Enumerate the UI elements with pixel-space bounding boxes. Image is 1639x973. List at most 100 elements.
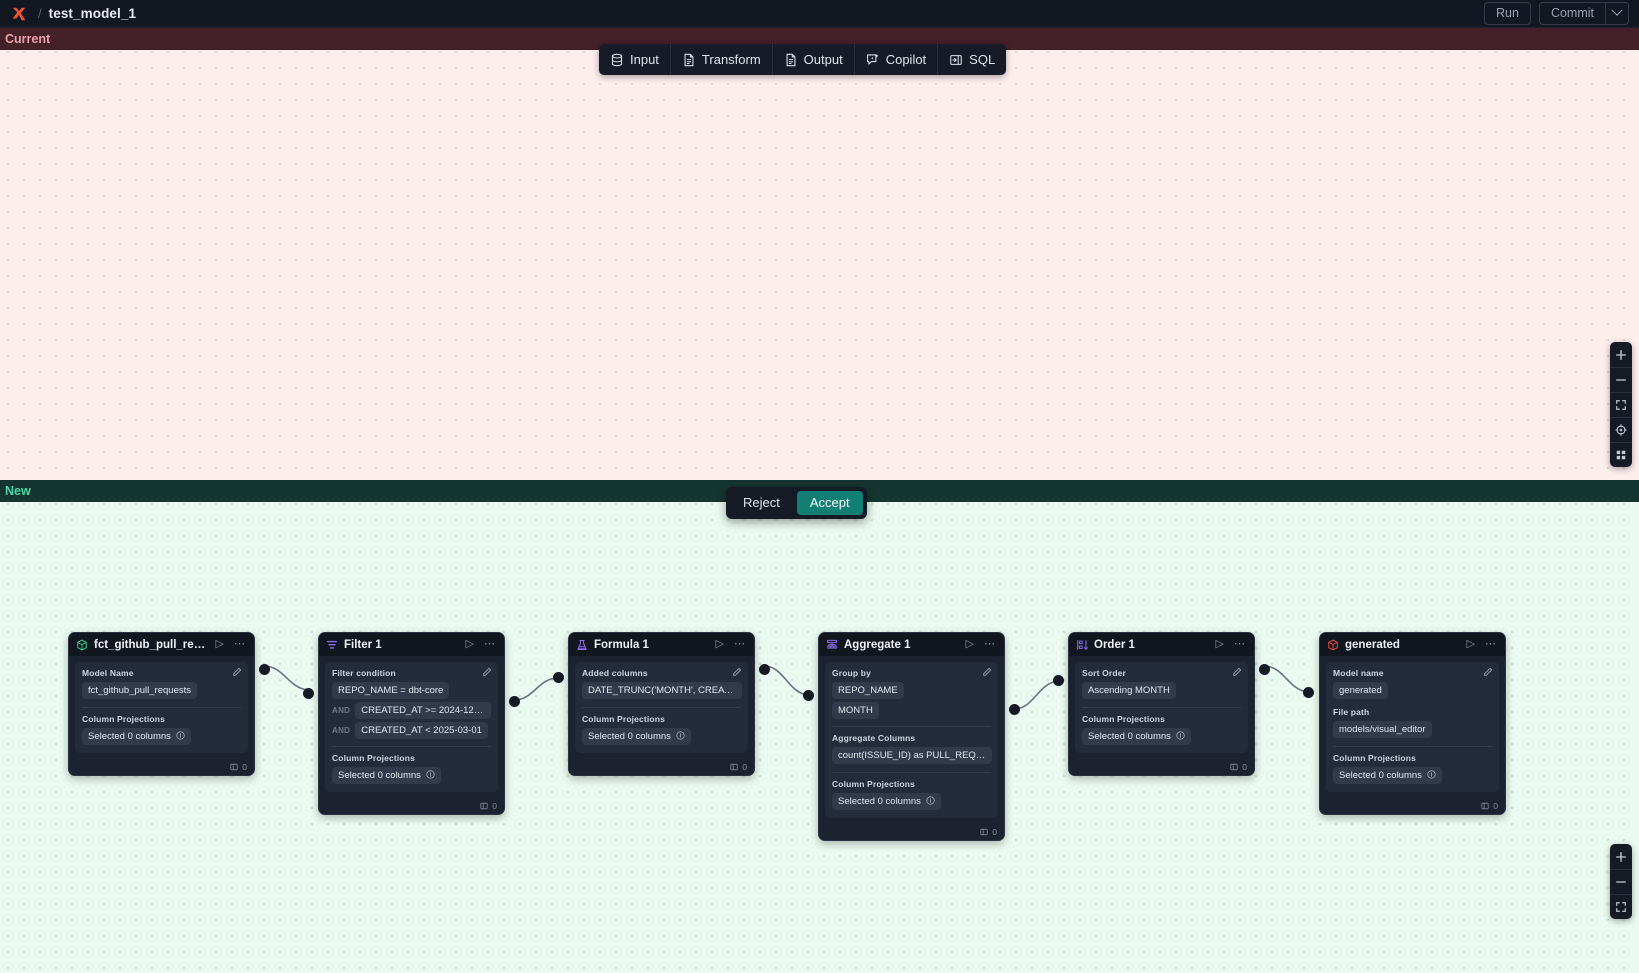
column-projections-pill[interactable]: Selected 0 columns: [832, 793, 941, 811]
play-icon[interactable]: ▷: [465, 638, 474, 650]
play-icon[interactable]: ▷: [1466, 638, 1475, 650]
node-title: Order 1: [1094, 638, 1135, 651]
toolbar-item-transform[interactable]: Transform: [669, 44, 772, 75]
x-logo-icon[interactable]: [10, 5, 28, 23]
fit-screen-button[interactable]: [1610, 894, 1632, 919]
current-canvas-pane[interactable]: Current: [0, 28, 1639, 480]
pencil-icon[interactable]: [1483, 667, 1493, 677]
pencil-icon[interactable]: [982, 667, 992, 677]
more-horizontal-icon[interactable]: ⋯: [1234, 638, 1245, 650]
more-horizontal-icon[interactable]: ⋯: [234, 638, 245, 650]
section-label: Column Projections: [832, 779, 915, 789]
reject-button[interactable]: Reject: [743, 495, 780, 510]
value-pill[interactable]: REPO_NAME: [832, 682, 904, 699]
value-pill[interactable]: DATE_TRUNC('MONTH', CREATED_AT...: [582, 682, 742, 700]
column-projections-pill[interactable]: Selected 0 columns: [332, 767, 441, 785]
cube-green-icon: [77, 639, 87, 650]
toolbar-item-copilot[interactable]: Copilot: [853, 44, 937, 75]
section-model-name: Model name generated File path models/vi…: [1326, 662, 1499, 792]
more-horizontal-icon[interactable]: ⋯: [734, 638, 745, 650]
port-input-filter[interactable]: [303, 688, 314, 699]
info-icon: [425, 770, 435, 779]
canvas-zoom-controls-new[interactable]: [1610, 844, 1632, 919]
commit-split-button[interactable]: Commit: [1538, 2, 1629, 25]
file-icon: [786, 53, 796, 66]
node-order-1[interactable]: Order 1 ▷ ⋯ Sort Order Ascending MONTH C…: [1068, 632, 1255, 776]
toolbar-item-input[interactable]: Input: [599, 44, 670, 75]
run-button[interactable]: Run: [1484, 2, 1531, 25]
accept-reject-bar[interactable]: Reject Accept: [726, 487, 867, 519]
canvas-zoom-controls-current[interactable]: [1610, 342, 1632, 467]
toggle-grid-button[interactable]: [1610, 442, 1632, 467]
pencil-icon[interactable]: [482, 667, 492, 677]
condition-pill[interactable]: REPO_NAME = dbt-core: [332, 682, 450, 699]
filter-icon: [327, 640, 337, 649]
column-projections-pill[interactable]: Selected 0 columns: [1333, 767, 1442, 785]
node-toolbar[interactable]: Input Transform Output Cop: [599, 44, 1007, 75]
value-pill[interactable]: generated: [1333, 682, 1388, 700]
more-horizontal-icon[interactable]: ⋯: [984, 638, 995, 650]
current-pane-label: Current: [0, 28, 1639, 50]
node-filter-1[interactable]: Filter 1 ▷ ⋯ Filter condition REPO_NAME …: [318, 632, 505, 815]
node-title: Formula 1: [594, 638, 649, 651]
toolbar-item-sql[interactable]: SQL: [937, 44, 1006, 75]
more-horizontal-icon[interactable]: ⋯: [484, 638, 495, 650]
node-header[interactable]: Aggregate 1 ▷ ⋯: [819, 633, 1004, 656]
play-icon[interactable]: ▷: [965, 638, 974, 650]
chevron-down-icon[interactable]: [1605, 3, 1628, 24]
condition-pill[interactable]: CREATED_AT >= 2024-12-01: [355, 702, 491, 719]
node-fct-github-pull-requests[interactable]: fct_github_pull_requests ▷ ⋯ Model Name …: [68, 632, 255, 776]
value-pill[interactable]: fct_github_pull_requests: [82, 682, 197, 700]
node-header[interactable]: Formula 1 ▷ ⋯: [569, 633, 754, 656]
zoom-out-button[interactable]: [1610, 869, 1632, 894]
footer-count: 0: [1493, 801, 1498, 811]
commit-button[interactable]: Commit: [1550, 6, 1594, 20]
column-projections-pill[interactable]: Selected 0 columns: [82, 728, 191, 746]
port-output-source[interactable]: [259, 664, 270, 675]
column-projections-pill[interactable]: Selected 0 columns: [582, 728, 691, 746]
play-icon[interactable]: ▷: [715, 638, 724, 650]
toolbar-label-sql: SQL: [969, 52, 996, 67]
port-input-order[interactable]: [1053, 675, 1064, 686]
divider: [582, 707, 741, 708]
port-output-order[interactable]: [1259, 664, 1270, 675]
play-icon[interactable]: ▷: [215, 638, 224, 650]
port-output-formula[interactable]: [759, 664, 770, 675]
node-header[interactable]: Order 1 ▷ ⋯: [1069, 633, 1254, 656]
port-input-generated[interactable]: [1303, 687, 1314, 698]
center-view-button[interactable]: [1610, 417, 1632, 442]
play-icon[interactable]: ▷: [1215, 638, 1224, 650]
node-header[interactable]: fct_github_pull_requests ▷ ⋯: [69, 633, 254, 656]
plus-icon: [1616, 851, 1626, 862]
port-output-aggregate[interactable]: [1009, 704, 1020, 715]
value-pill[interactable]: count(ISSUE_ID) as PULL_REQUEST_...: [832, 747, 992, 765]
more-horizontal-icon[interactable]: ⋯: [1485, 638, 1496, 650]
node-formula-1[interactable]: Formula 1 ▷ ⋯ Added columns DATE_TRUNC('…: [568, 632, 755, 776]
node-generated[interactable]: generated ▷ ⋯ Model name generated File …: [1319, 632, 1506, 815]
accept-button[interactable]: Accept: [796, 491, 863, 515]
section-label: Model Name: [82, 668, 134, 678]
node-header[interactable]: generated ▷ ⋯: [1320, 633, 1505, 656]
new-canvas-pane[interactable]: New fct_github_pull_requests ▷: [0, 480, 1639, 973]
node-aggregate-1[interactable]: Aggregate 1 ▷ ⋯ Group by REPO_NAME MONTH: [818, 632, 1005, 841]
fit-screen-button[interactable]: [1610, 392, 1632, 417]
zoom-out-button[interactable]: [1610, 367, 1632, 392]
divider: [1082, 707, 1241, 708]
column-projections-pill[interactable]: Selected 0 columns: [1082, 728, 1191, 746]
toolbar-item-output[interactable]: Output: [771, 44, 854, 75]
pencil-icon[interactable]: [232, 667, 242, 677]
pencil-icon[interactable]: [1232, 667, 1242, 677]
value-pill[interactable]: models/visual_editor: [1333, 721, 1432, 739]
port-output-filter[interactable]: [509, 696, 520, 707]
port-input-aggregate[interactable]: [803, 690, 814, 701]
info-icon: [1175, 731, 1185, 740]
value-pill[interactable]: Ascending MONTH: [1082, 682, 1176, 700]
pencil-icon[interactable]: [732, 667, 742, 677]
minus-icon: [1616, 881, 1626, 883]
zoom-in-button[interactable]: [1610, 342, 1632, 367]
condition-pill[interactable]: CREATED_AT < 2025-03-01: [355, 722, 488, 739]
value-pill[interactable]: MONTH: [832, 702, 879, 719]
node-header[interactable]: Filter 1 ▷ ⋯: [319, 633, 504, 656]
zoom-in-button[interactable]: [1610, 844, 1632, 869]
port-input-formula[interactable]: [553, 672, 564, 683]
